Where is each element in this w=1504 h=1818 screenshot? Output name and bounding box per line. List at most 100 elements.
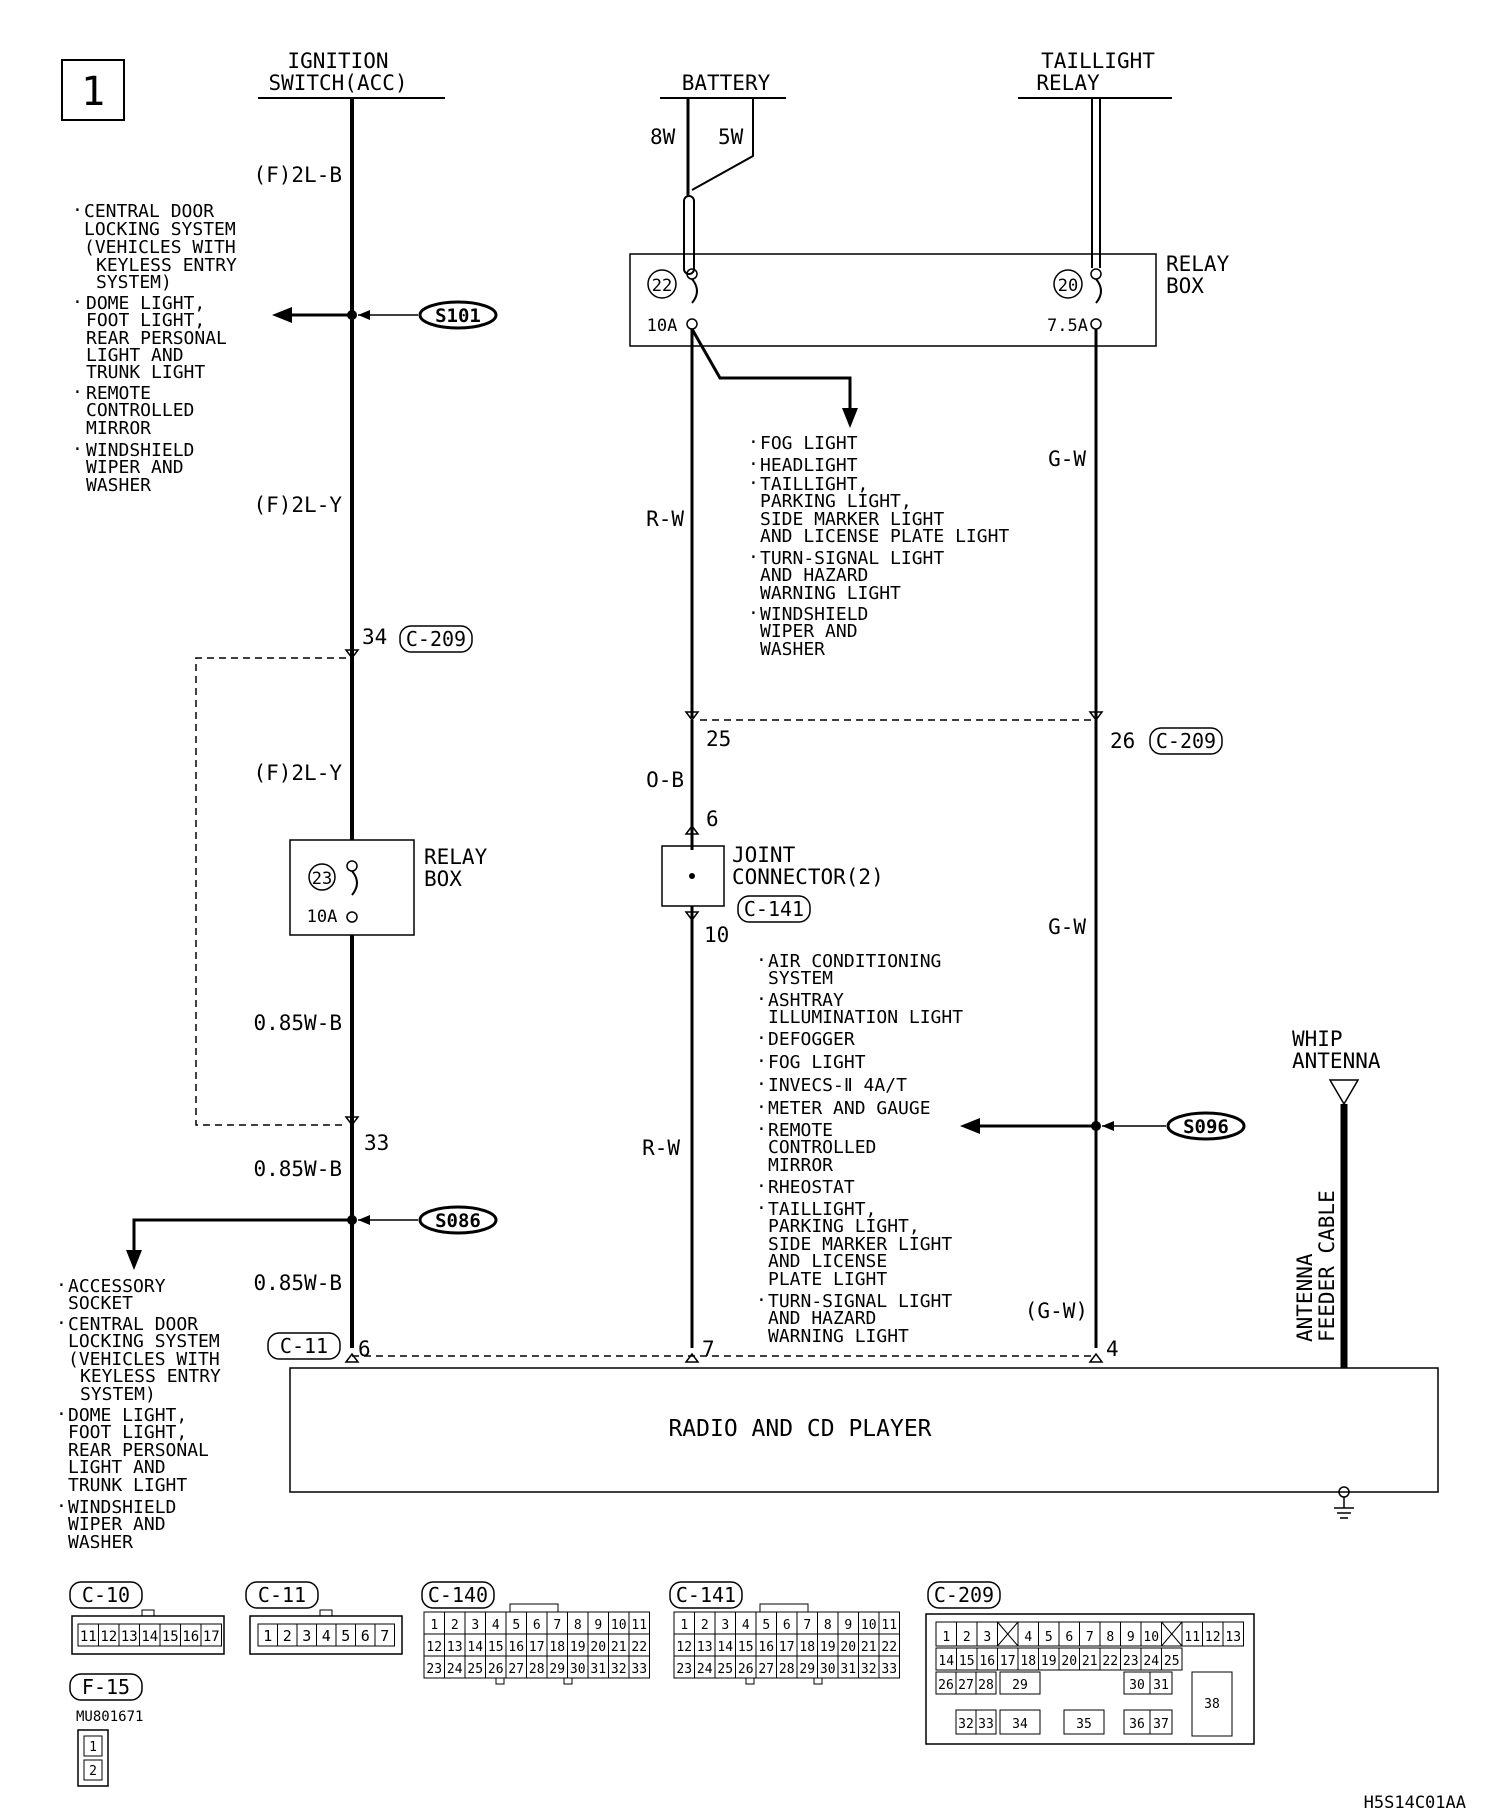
c209-pin-label: 16: [979, 1654, 995, 1669]
c141-pin-label: 20: [840, 1640, 856, 1655]
relay-box-top-label-1: RELAY: [1166, 252, 1230, 276]
svg-text:TAILLIGHT,: TAILLIGHT,: [768, 1199, 876, 1220]
c141-pin-label: 32: [861, 1662, 877, 1677]
svg-text:FOOT LIGHT,: FOOT LIGHT,: [68, 1422, 187, 1443]
antenna-cable-label-1: ANTENNA: [1293, 1253, 1317, 1342]
c140-pin-label: 4: [492, 1618, 500, 1633]
figure-code: H5S14C01AA: [1364, 1793, 1466, 1813]
arrow-left-icon: [272, 307, 292, 323]
c11-pin-label: 4: [322, 1627, 331, 1645]
wire-r-w-2: R-W: [642, 1136, 680, 1160]
c140-pin-label: 1: [430, 1618, 438, 1633]
svg-text:TRUNK LIGHT: TRUNK LIGHT: [68, 1475, 187, 1496]
svg-text:SYSTEM): SYSTEM): [96, 272, 172, 293]
svg-text:·: ·: [72, 200, 83, 221]
svg-text:WASHER: WASHER: [760, 639, 825, 660]
svg-text:MIRROR: MIRROR: [768, 1155, 833, 1176]
fuse-20-amp: 7.5A: [1047, 316, 1088, 336]
c11-pin-label: 3: [302, 1627, 311, 1645]
c140-pin-label: 10: [611, 1618, 627, 1633]
c209-pin-label: 21: [1082, 1654, 1098, 1669]
c209-pin-label: 30: [1129, 1678, 1145, 1693]
c209-pin-label: 28: [978, 1678, 994, 1693]
c141-pin-label: 15: [738, 1640, 754, 1655]
wire-g-w-2: G-W: [1048, 915, 1086, 939]
relay-box-left: [289, 839, 415, 936]
svg-text:SYSTEM: SYSTEM: [768, 968, 833, 989]
c141-pin-label: 10: [861, 1618, 877, 1633]
c141-pin-label: 7: [803, 1618, 811, 1633]
svg-text:PARKING LIGHT,: PARKING LIGHT,: [760, 491, 912, 512]
c11-pin-label: 2: [283, 1627, 292, 1645]
c140-pin-cell: [628, 1655, 650, 1679]
svg-text:REAR PERSONAL: REAR PERSONAL: [86, 328, 227, 349]
svg-text:SYSTEM): SYSTEM): [80, 1384, 156, 1405]
c140-pin-label: 29: [549, 1662, 565, 1677]
c140-pin-label: 14: [467, 1640, 483, 1655]
c209-pin-cell: [975, 1671, 997, 1695]
wire-g-w-1: G-W: [1048, 447, 1086, 471]
wire-085w-b-1: 0.85W-B: [253, 1011, 342, 1035]
svg-text:·: ·: [756, 1119, 767, 1140]
taillight-relay-label-1: TAILLIGHT: [1041, 49, 1155, 73]
c209-pin-label: 8: [1106, 1630, 1114, 1645]
svg-text:·: ·: [756, 1290, 767, 1311]
c209-pin-label: 18: [1020, 1654, 1036, 1669]
c209-pin-label: 10: [1143, 1630, 1159, 1645]
c141-pin-label: 16: [758, 1640, 774, 1655]
svg-text:WASHER: WASHER: [86, 475, 151, 496]
svg-text:ASHTRAY: ASHTRAY: [768, 990, 844, 1011]
c209-pin-label: 5: [1045, 1630, 1053, 1645]
svg-text:PARKING LIGHT,: PARKING LIGHT,: [768, 1216, 920, 1237]
legend-f15-label: F-15: [82, 1675, 130, 1699]
c140-pin-label: 6: [533, 1618, 541, 1633]
svg-text:LIGHT AND: LIGHT AND: [68, 1457, 166, 1478]
svg-text:LOCKING SYSTEM: LOCKING SYSTEM: [84, 219, 236, 240]
wire-r-w-1: R-W: [646, 507, 684, 531]
ignition-switch-label-1: IGNITION: [287, 49, 388, 73]
svg-text:CONTROLLED: CONTROLLED: [768, 1137, 876, 1158]
connector-c11: C-11: [280, 1334, 328, 1358]
wire-5w: 5W: [718, 125, 744, 149]
svg-text:·: ·: [72, 292, 83, 313]
whip-antenna-label-2: ANTENNA: [1292, 1049, 1381, 1073]
c141-pin-label: 8: [824, 1618, 832, 1633]
c209-pin-label: 13: [1225, 1630, 1241, 1645]
c11-pin-label: 1: [263, 1627, 272, 1645]
c141-pin-label: 11: [881, 1618, 897, 1633]
svg-text:CONTROLLED: CONTROLLED: [86, 400, 194, 421]
svg-text:AND HAZARD: AND HAZARD: [760, 565, 868, 586]
wire-8w: 8W: [650, 125, 676, 149]
c141-pin-cell: [878, 1655, 900, 1679]
svg-text:HEADLIGHT: HEADLIGHT: [760, 455, 858, 476]
c209-pin-label: 1: [942, 1630, 950, 1645]
c209-pin-label: 7: [1086, 1630, 1094, 1645]
c141-pin-label: 6: [783, 1618, 791, 1633]
svg-text:·: ·: [756, 1074, 767, 1095]
c209-pin-label: 12: [1205, 1630, 1221, 1645]
c209-pin-label: 33: [978, 1717, 994, 1732]
svg-text:AND LICENSE: AND LICENSE: [768, 1251, 887, 1272]
svg-text:CENTRAL DOOR: CENTRAL DOOR: [84, 201, 214, 222]
svg-text:·: ·: [756, 1028, 767, 1049]
svg-text:(VEHICLES WITH: (VEHICLES WITH: [68, 1349, 220, 1370]
wire-f2l-b: (F)2L-B: [253, 163, 342, 187]
antenna-icon: [1328, 1079, 1360, 1106]
c141-pin-label: 2: [701, 1618, 709, 1633]
radio-cd-player-box: [289, 1367, 1439, 1493]
svg-text:·: ·: [748, 454, 759, 475]
c141-pin-label: 22: [881, 1640, 897, 1655]
legend-c11-label: C-11: [258, 1583, 306, 1607]
pin-6-radio: 6: [358, 1337, 371, 1361]
c141-pin-label: 4: [742, 1618, 750, 1633]
svg-text:TRUNK LIGHT: TRUNK LIGHT: [86, 362, 205, 383]
pin-6-joint: 6: [706, 807, 719, 831]
svg-text:(VEHICLES WITH: (VEHICLES WITH: [84, 237, 236, 258]
arrow-down-icon: [842, 408, 858, 428]
relay-box-top: [629, 253, 1157, 347]
svg-text:WINDSHIELD: WINDSHIELD: [760, 604, 868, 625]
splice-s086-label: S086: [435, 1210, 481, 1232]
c209-pin-label: 4: [1024, 1630, 1032, 1645]
